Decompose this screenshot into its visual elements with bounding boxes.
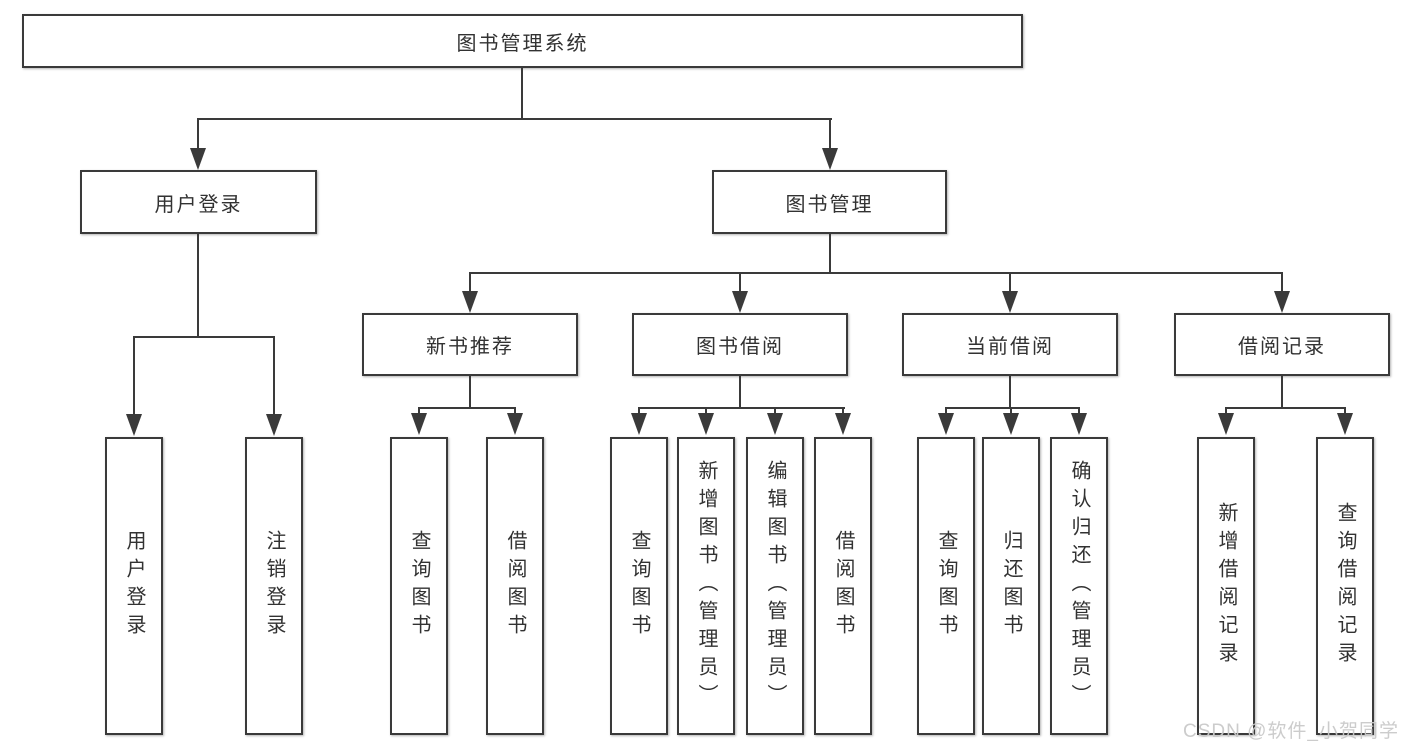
arrow-to-new-book-recommend [462, 291, 478, 313]
connector-drop-user-login [197, 118, 199, 150]
leaf-newbook-borrow: 借阅图书 [486, 437, 544, 735]
node-book-borrow: 图书借阅 [632, 313, 848, 376]
connector-current-rail [945, 407, 1080, 409]
leaf-current-query-label: 查询图书 [935, 530, 957, 642]
leaf-current-return-label: 归还图书 [1000, 530, 1022, 642]
connector-drop-current-3 [1078, 407, 1080, 417]
connector-drop-borrow-4 [842, 407, 844, 417]
node-book-borrow-label: 图书借阅 [696, 336, 784, 358]
arrow-to-user-leaf2 [266, 414, 282, 436]
arrow-to-newbook-borrow [507, 413, 523, 435]
connector-mgmt-stem [829, 234, 831, 274]
leaf-current-query: 查询图书 [917, 437, 975, 735]
connector-borrow-rail [638, 407, 845, 409]
leaf-user-login-label: 用户登录 [123, 530, 145, 642]
arrow-to-record-query [1337, 413, 1353, 435]
leaf-newbook-query: 查询图书 [390, 437, 448, 735]
connector-record-stem [1281, 376, 1283, 409]
node-root: 图书管理系统 [22, 14, 1023, 68]
node-root-label: 图书管理系统 [456, 32, 589, 55]
arrow-to-current-return [1003, 413, 1019, 435]
connector-record-rail [1225, 407, 1346, 409]
connector-drop-l3-2 [739, 272, 741, 294]
leaf-user-login: 用户登录 [105, 437, 163, 735]
arrow-to-borrow-edit [767, 413, 783, 435]
node-current-borrow: 当前借阅 [902, 313, 1118, 376]
connector-drop-borrow-3 [774, 407, 776, 417]
connector-drop-record-2 [1344, 407, 1346, 417]
leaf-borrow-query-label: 查询图书 [628, 530, 650, 642]
connector-drop-book-management [829, 118, 831, 150]
leaf-current-confirm-admin: 确认归还（管理员） [1050, 437, 1108, 735]
leaf-borrow-book-label: 借阅图书 [832, 530, 854, 642]
connector-drop-l3-3 [1009, 272, 1011, 294]
connector-drop-current-2 [1010, 407, 1012, 417]
connector-drop-borrow-2 [705, 407, 707, 417]
arrow-to-book-management [822, 148, 838, 170]
leaf-newbook-borrow-label: 借阅图书 [504, 530, 526, 642]
leaf-borrow-edit-admin-label: 编辑图书（管理员） [764, 460, 786, 712]
leaf-logout-label: 注销登录 [263, 530, 285, 642]
leaf-borrow-edit-admin: 编辑图书（管理员） [746, 437, 804, 735]
arrow-to-current-confirm [1071, 413, 1087, 435]
node-new-book-recommend-label: 新书推荐 [426, 336, 514, 358]
csdn-watermark: CSDN @软件_小贺同学 [1183, 721, 1399, 742]
node-borrow-record: 借阅记录 [1174, 313, 1390, 376]
arrow-to-user-login [190, 148, 206, 170]
connector-drop-l3-1 [469, 272, 471, 294]
connector-borrow-stem [739, 376, 741, 409]
leaf-record-query: 查询借阅记录 [1316, 437, 1374, 735]
leaf-record-query-label: 查询借阅记录 [1334, 502, 1356, 670]
connector-newbook-stem [469, 376, 471, 409]
arrow-to-user-leaf1 [126, 414, 142, 436]
connector-root-stem [521, 68, 523, 120]
connector-drop-user-leaf1 [133, 336, 135, 416]
leaf-record-add-label: 新增借阅记录 [1215, 502, 1237, 670]
arrow-to-borrow-book [835, 413, 851, 435]
arrow-to-record-add [1218, 413, 1234, 435]
connector-drop-newbook-2 [514, 407, 516, 417]
arrow-to-current-borrow [1002, 291, 1018, 313]
leaf-borrow-add-admin: 新增图书（管理员） [677, 437, 735, 735]
node-new-book-recommend: 新书推荐 [362, 313, 578, 376]
leaf-borrow-book: 借阅图书 [814, 437, 872, 735]
node-user-login: 用户登录 [80, 170, 317, 234]
connector-drop-record-1 [1225, 407, 1227, 417]
arrow-to-current-query [938, 413, 954, 435]
leaf-borrow-query: 查询图书 [610, 437, 668, 735]
connector-drop-user-leaf2 [273, 336, 275, 416]
leaf-newbook-query-label: 查询图书 [408, 530, 430, 642]
connector-drop-current-1 [945, 407, 947, 417]
node-current-borrow-label: 当前借阅 [966, 336, 1054, 358]
arrow-to-borrow-add [698, 413, 714, 435]
connector-root-rail [197, 118, 832, 120]
node-user-login-label: 用户登录 [154, 193, 243, 216]
node-book-management-label: 图书管理 [785, 193, 874, 216]
connector-drop-borrow-1 [638, 407, 640, 417]
leaf-current-confirm-admin-label: 确认归还（管理员） [1068, 460, 1090, 712]
leaf-current-return: 归还图书 [982, 437, 1040, 735]
connector-mgmt-rail [469, 272, 1282, 274]
connector-current-stem [1009, 376, 1011, 409]
arrow-to-book-borrow [732, 291, 748, 313]
leaf-record-add: 新增借阅记录 [1197, 437, 1255, 735]
node-borrow-record-label: 借阅记录 [1238, 336, 1326, 358]
leaf-logout: 注销登录 [245, 437, 303, 735]
connector-drop-l3-4 [1281, 272, 1283, 294]
connector-newbook-rail [418, 407, 516, 409]
leaf-borrow-add-admin-label: 新增图书（管理员） [695, 460, 717, 712]
arrow-to-borrow-record [1274, 291, 1290, 313]
connector-user-stem [197, 233, 199, 338]
connector-user-rail [133, 336, 275, 338]
connector-drop-newbook-1 [418, 407, 420, 417]
arrow-to-borrow-query [631, 413, 647, 435]
arrow-to-newbook-query [411, 413, 427, 435]
node-book-management: 图书管理 [712, 170, 947, 234]
